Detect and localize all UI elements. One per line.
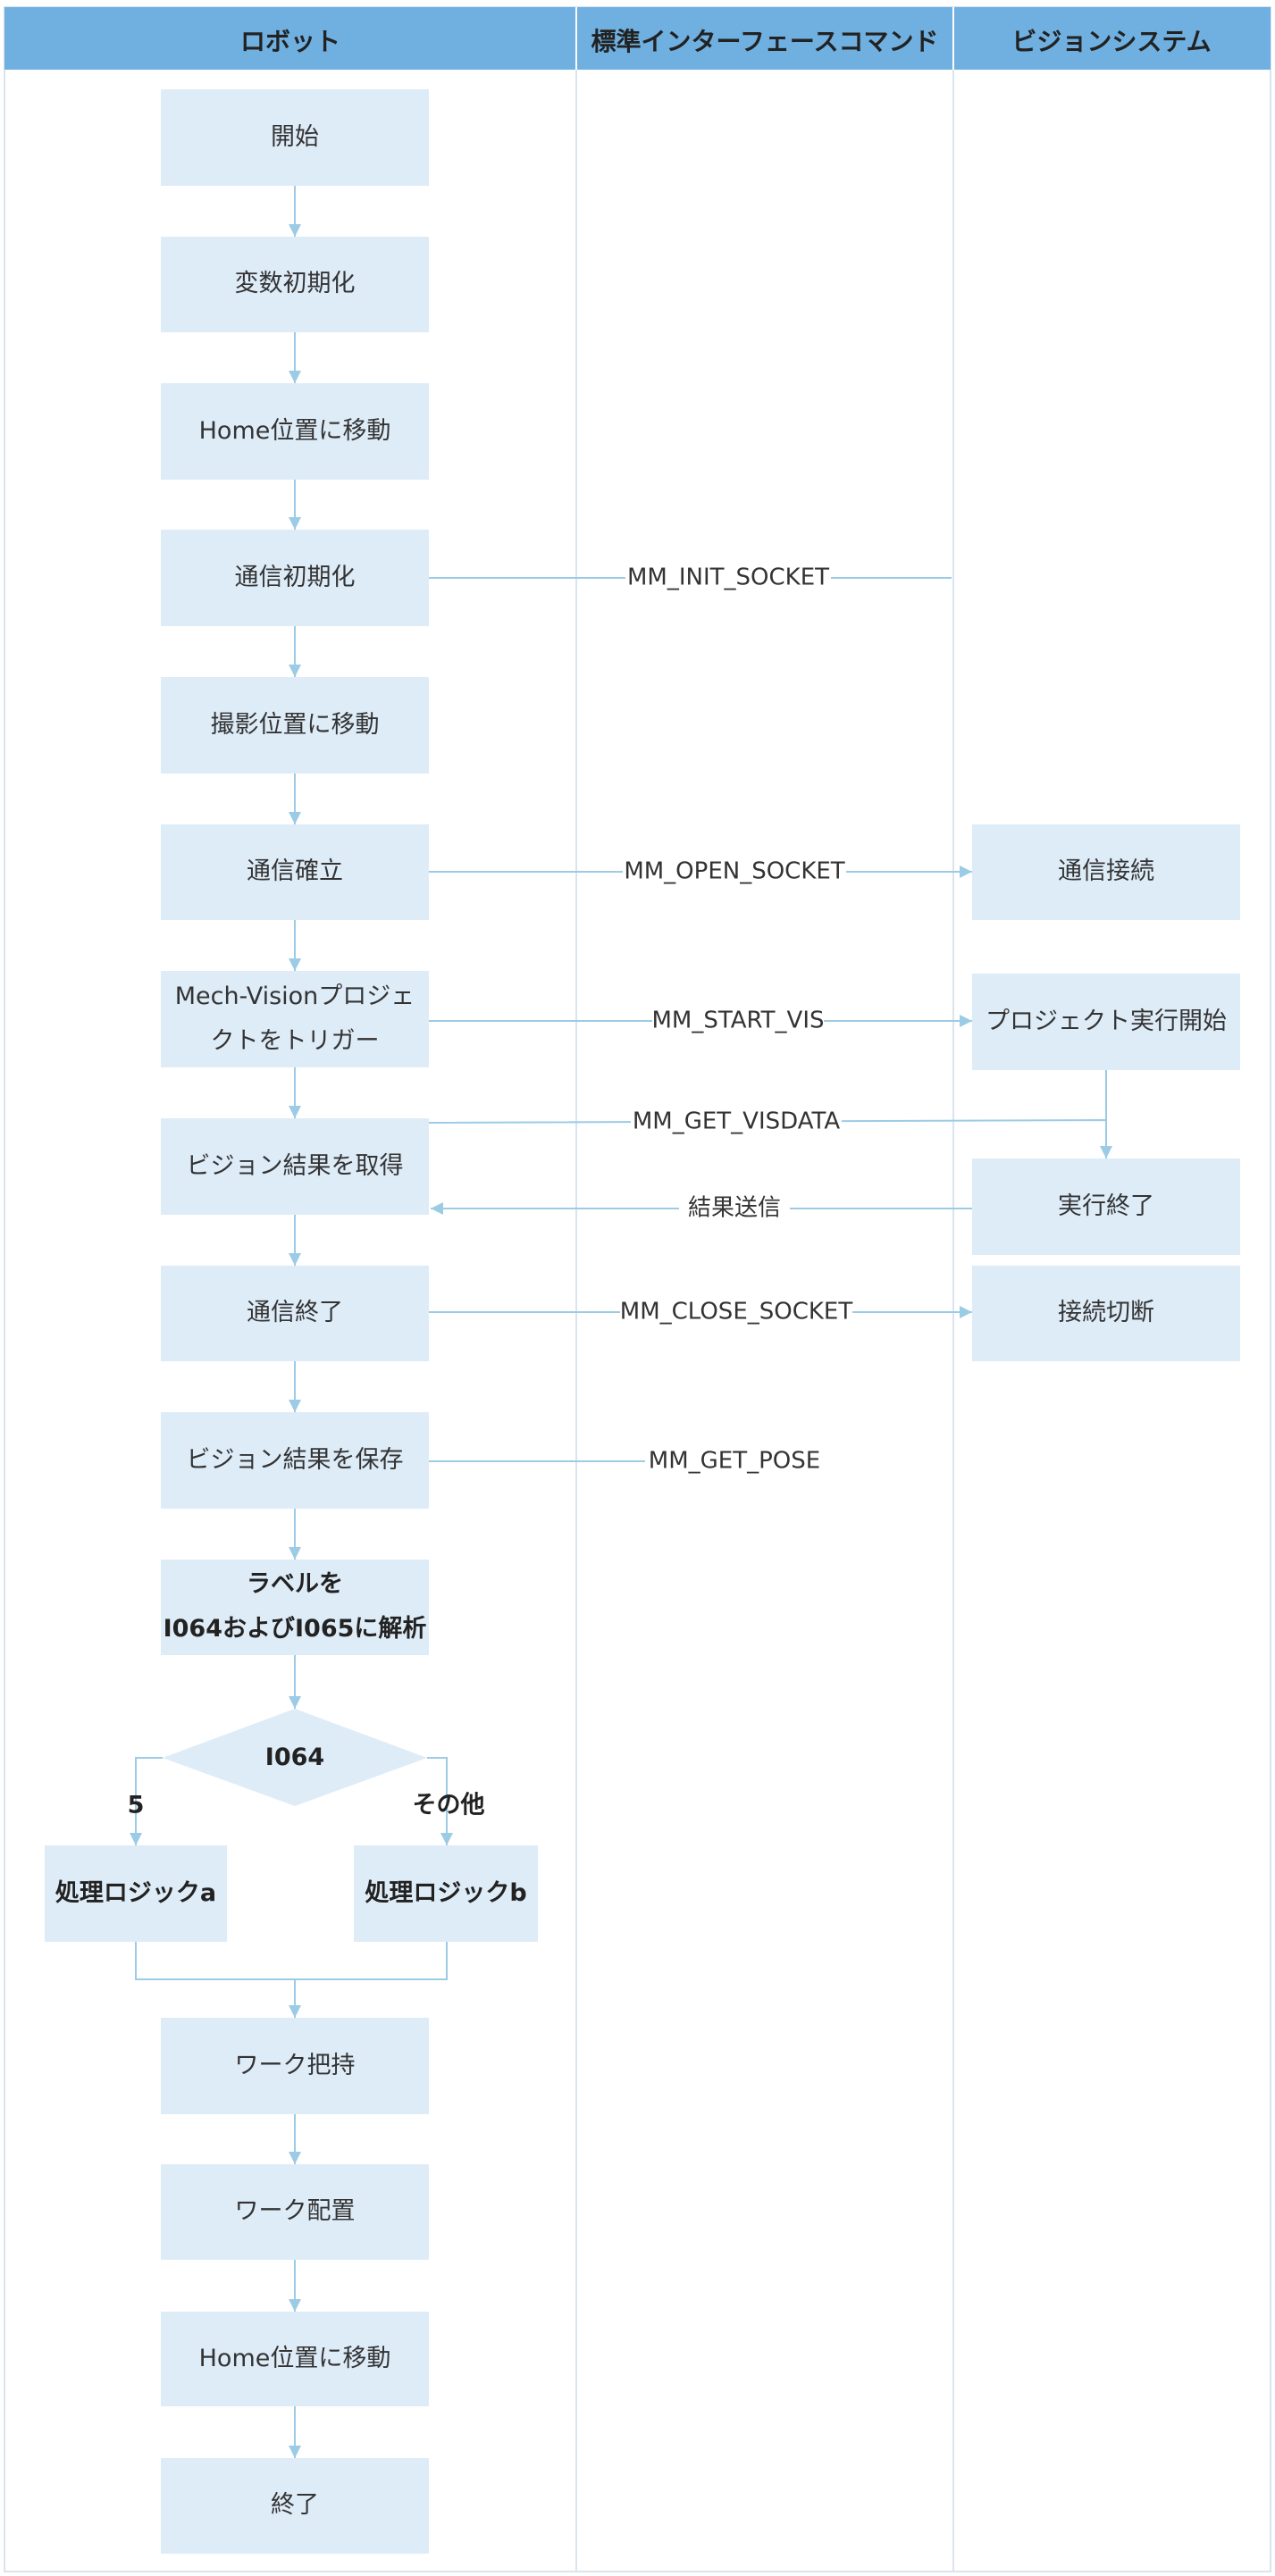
node-label-parse-label: ラベルを I064およびI065に解析 — [164, 1570, 427, 1643]
node-label-line: ラベルを — [247, 1570, 343, 1598]
node-label-decision-i064: I064 — [265, 1744, 324, 1771]
node-start — [161, 89, 429, 186]
node-end — [161, 2458, 429, 2554]
node-label-vis-done: 実行終了 — [1058, 1192, 1154, 1220]
edge-label-close-socket: MM_CLOSE_SOCKET — [620, 1299, 853, 1326]
branch-arrow-other — [427, 1757, 453, 1845]
node-label-line: 変数初期化 — [235, 270, 356, 297]
node-label-trigger-project: Mech-Visionプロジェクトをトリガー — [175, 983, 415, 1055]
node-label-logic-a: 処理ロジックa — [55, 1878, 216, 1907]
node-label-place-work: ワーク配置 — [235, 2197, 356, 2225]
node-label-line: 接続切断 — [1058, 1299, 1154, 1326]
node-logic-b — [354, 1845, 538, 1942]
node-label-move-home-2: Home位置に移動 — [199, 2345, 391, 2372]
lane-title-command: 標準インターフェースコマンド — [591, 27, 939, 56]
branch-label-other: その他 — [413, 1792, 485, 1819]
edge-label-send-result: 結果送信 — [688, 1195, 781, 1222]
node-label-line: I064およびI065に解析 — [164, 1615, 427, 1643]
lane-header-vision — [953, 7, 1271, 70]
node-label-line: 通信終了 — [247, 1299, 343, 1326]
node-label-start: 開始 — [271, 123, 319, 151]
node-label-line: 撮影位置に移動 — [211, 711, 380, 739]
node-vis-connect — [972, 824, 1240, 920]
node-get-vision-result — [161, 1118, 429, 1215]
node-labels: 開始 変数初期化 Home位置に移動 通信初期化 撮影位置に移動 通信確立 Me… — [55, 123, 1227, 2519]
merge-line — [135, 1942, 448, 1980]
node-label-init-comm: 通信初期化 — [235, 564, 356, 591]
node-label-vis-connect: 通信接続 — [1058, 857, 1154, 885]
node-label-vis-start-project: プロジェクト実行開始 — [986, 1008, 1227, 1035]
node-label-vis-disconnect: 接続切断 — [1058, 1299, 1154, 1326]
node-label-line: 通信初期化 — [235, 564, 356, 591]
node-label-save-vision-result: ビジョン結果を保存 — [187, 1446, 404, 1474]
node-label-line: 処理ロジックa — [55, 1878, 216, 1907]
node-label-line: 終了 — [271, 2491, 319, 2519]
edge-label-open-socket: MM_OPEN_SOCKET — [624, 858, 844, 885]
node-label-end-comm: 通信終了 — [247, 1299, 343, 1326]
node-label-line: 通信確立 — [247, 857, 343, 885]
edge-label-get-visdata: MM_GET_VISDATA — [633, 1108, 840, 1135]
node-save-vision-result — [161, 1412, 429, 1509]
branch-arrow-five — [130, 1757, 163, 1845]
node-label-logic-b: 処理ロジックb — [365, 1878, 526, 1907]
node-label-line: ビジョン結果を取得 — [187, 1152, 404, 1180]
node-move-home-2 — [161, 2312, 429, 2406]
node-parse-label — [161, 1560, 429, 1655]
node-vis-done — [972, 1158, 1240, 1255]
node-label-grip-work: ワーク把持 — [235, 2052, 356, 2079]
lane-title-vision: ビジョンシステム — [1011, 27, 1211, 56]
node-label-line: 通信接続 — [1058, 857, 1154, 885]
node-label-line: I064 — [265, 1744, 324, 1771]
edge-label-get-pose: MM_GET_POSE — [649, 1448, 820, 1475]
node-label-move-home-1: Home位置に移動 — [199, 417, 391, 445]
lane-header-command — [576, 7, 953, 70]
node-init-comm — [161, 530, 429, 626]
node-label-move-capture: 撮影位置に移動 — [211, 711, 380, 739]
node-grip-work — [161, 2018, 429, 2114]
node-label-line: プロジェクト実行開始 — [986, 1008, 1227, 1035]
node-label-end: 終了 — [271, 2491, 319, 2519]
node-label-line: ワーク配置 — [235, 2197, 356, 2225]
node-label-line: 実行終了 — [1058, 1192, 1154, 1220]
branch-labels: 5 その他 — [128, 1792, 485, 1819]
node-decision-i064 — [163, 1709, 427, 1806]
node-label-line: Home位置に移動 — [199, 417, 391, 445]
process-nodes — [45, 89, 1240, 2554]
node-place-work — [161, 2164, 429, 2260]
node-label-line: Home位置に移動 — [199, 2345, 391, 2372]
node-label-line: クトをトリガー — [211, 1027, 380, 1055]
node-move-home-1 — [161, 383, 429, 480]
node-establish-comm — [161, 824, 429, 920]
node-vis-start-project — [972, 974, 1240, 1070]
node-logic-a — [45, 1845, 227, 1942]
node-vis-disconnect — [972, 1266, 1240, 1361]
node-label-line: 処理ロジックb — [365, 1878, 526, 1907]
node-label-line: Mech-Visionプロジェ — [175, 983, 415, 1010]
node-label-get-vision-result: ビジョン結果を取得 — [187, 1152, 404, 1180]
node-label-init-vars: 変数初期化 — [235, 270, 356, 297]
node-label-establish-comm: 通信確立 — [247, 857, 343, 885]
edge-label-init-socket: MM_INIT_SOCKET — [627, 565, 829, 591]
node-label-line: 開始 — [271, 123, 319, 151]
node-init-vars — [161, 237, 429, 332]
node-label-line: ビジョン結果を保存 — [187, 1446, 404, 1474]
edge-labels: MM_INIT_SOCKET MM_OPEN_SOCKET MM_START_V… — [620, 561, 853, 1478]
edge-label-start-vis: MM_START_VIS — [651, 1008, 824, 1034]
node-move-capture — [161, 677, 429, 774]
node-trigger-project — [161, 971, 429, 1067]
lane-title-robot: ロボット — [240, 27, 340, 56]
node-end-comm — [161, 1266, 429, 1361]
lane-header-robot — [4, 7, 576, 70]
node-label-line: ワーク把持 — [235, 2052, 356, 2079]
branch-label-five: 5 — [128, 1792, 145, 1819]
